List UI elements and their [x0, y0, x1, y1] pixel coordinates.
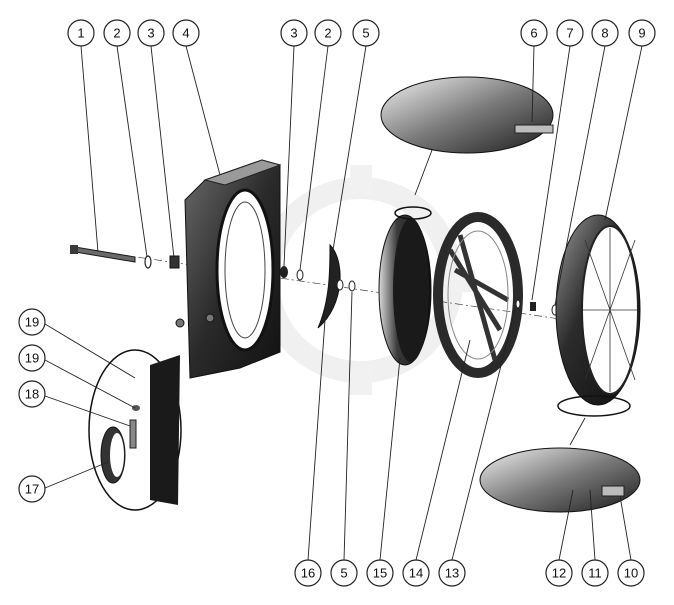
callout-8: 8 [591, 19, 619, 47]
svg-text:17: 17 [25, 482, 39, 497]
svg-text:8: 8 [601, 26, 608, 41]
callout-5-top: 5 [352, 19, 380, 47]
frame-housing-part-4 [175, 159, 282, 379]
svg-text:15: 15 [373, 566, 387, 581]
svg-text:12: 12 [552, 566, 566, 581]
leader-lines [44, 45, 643, 561]
washer-part-5b [348, 280, 356, 292]
bolt-part-1 [70, 245, 136, 263]
callout-19b: 19 [18, 344, 46, 372]
callout-1: 1 [67, 19, 95, 47]
callout-3-mid: 3 [280, 19, 308, 47]
callout-5-bottom: 5 [330, 559, 358, 587]
svg-text:9: 9 [638, 26, 645, 41]
svg-text:7: 7 [566, 26, 573, 41]
callout-10: 10 [617, 559, 645, 587]
callout-7: 7 [556, 19, 584, 47]
svg-text:13: 13 [445, 566, 459, 581]
callout-19a: 19 [18, 308, 46, 336]
callout-16: 16 [294, 559, 322, 587]
washer-part-5 [336, 279, 344, 291]
svg-text:2: 2 [324, 26, 331, 41]
svg-text:3: 3 [290, 26, 297, 41]
nut-part-7 [530, 302, 536, 311]
grille-ring-part-9 [555, 214, 641, 406]
svg-text:11: 11 [588, 566, 602, 581]
callout-3: 3 [137, 19, 165, 47]
svg-text:16: 16 [301, 566, 315, 581]
washer-part-2 [144, 255, 152, 269]
nut-part-3 [169, 255, 180, 269]
callout-2-mid: 2 [314, 19, 342, 47]
callout-11: 11 [581, 559, 609, 587]
svg-text:18: 18 [25, 387, 39, 402]
svg-text:14: 14 [409, 566, 423, 581]
assembly-axis [74, 247, 636, 331]
callout-18: 18 [18, 380, 46, 408]
svg-text:10: 10 [624, 566, 638, 581]
disc-part-15 [378, 214, 432, 366]
callout-14: 14 [402, 559, 430, 587]
detail-circle-left [88, 349, 182, 511]
washer-part-2b [296, 269, 304, 281]
detail-circle-bottom [479, 395, 641, 513]
callout-17: 17 [18, 475, 46, 503]
svg-text:4: 4 [182, 26, 189, 41]
svg-text:3: 3 [147, 26, 154, 41]
svg-text:5: 5 [362, 26, 369, 41]
callout-13: 13 [438, 559, 466, 587]
callout-12: 12 [545, 559, 573, 587]
svg-text:5: 5 [340, 566, 347, 581]
callout-6: 6 [520, 19, 548, 47]
nut-part-3b [280, 266, 288, 278]
svg-text:6: 6 [530, 26, 537, 41]
svg-text:2: 2 [113, 26, 120, 41]
washer-part-13 [515, 299, 521, 309]
svg-text:19: 19 [25, 315, 39, 330]
callout-9: 9 [628, 19, 656, 47]
svg-text:19: 19 [25, 351, 39, 366]
crescent-part-16 [317, 243, 341, 329]
detail-circle-top [380, 76, 554, 220]
callout-15: 15 [366, 559, 394, 587]
callout-4: 4 [172, 19, 200, 47]
callout-2: 2 [103, 19, 131, 47]
svg-text:1: 1 [77, 26, 84, 41]
turbine-ring-part-14 [433, 212, 523, 378]
